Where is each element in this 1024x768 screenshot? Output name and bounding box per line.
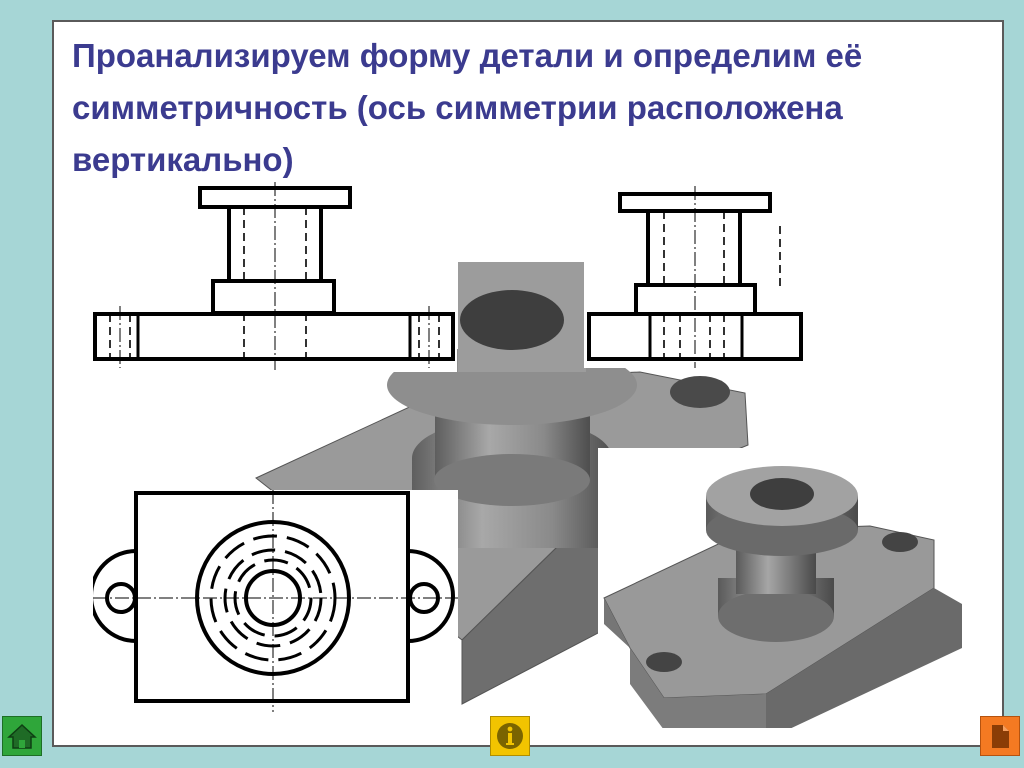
next-page-icon xyxy=(992,725,1009,748)
next-page-button[interactable] xyxy=(980,716,1020,756)
front-view-drawing xyxy=(92,182,457,372)
home-button[interactable] xyxy=(2,716,42,756)
part-3d-model-small xyxy=(598,448,974,728)
side-view-drawing xyxy=(584,186,806,368)
info-icon xyxy=(497,723,523,749)
info-button[interactable] xyxy=(490,716,530,756)
top-view-drawing xyxy=(93,490,458,712)
home-icon xyxy=(7,723,37,749)
slide-title: Проанализируем форму детали и определим … xyxy=(72,37,863,178)
